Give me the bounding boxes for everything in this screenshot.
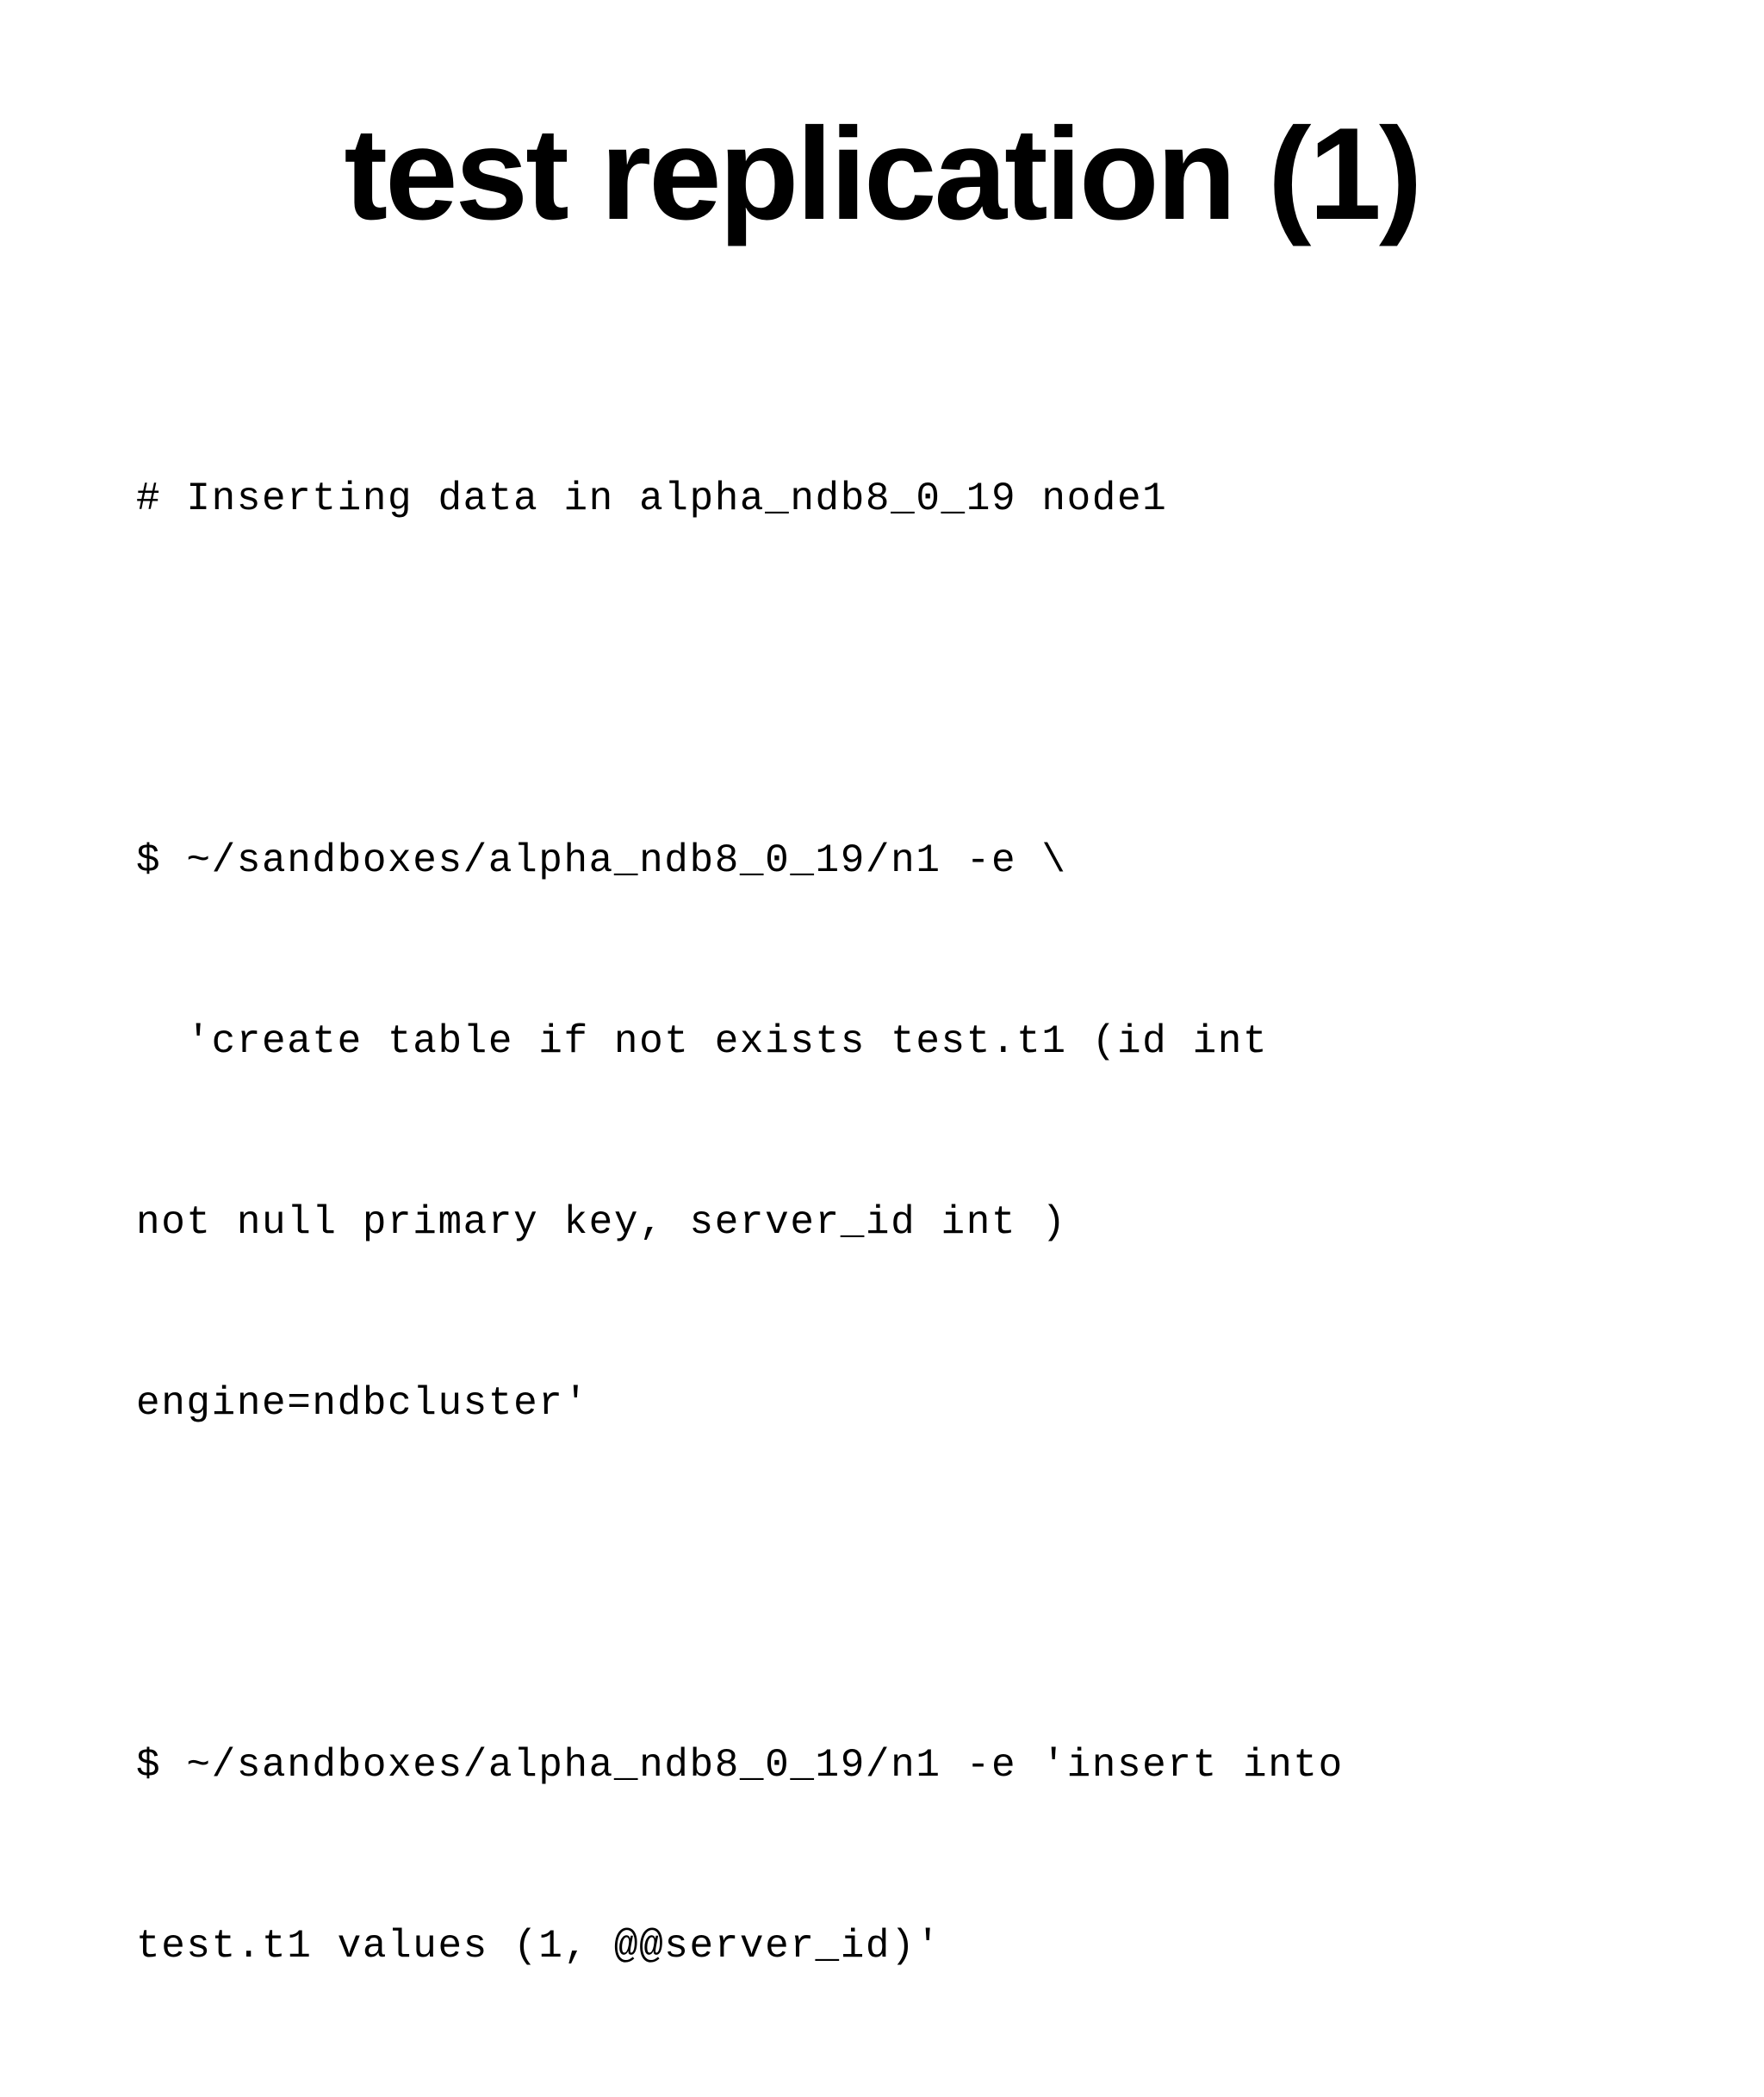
presentation-slide: test replication (1) # Inserting data in…	[136, 101, 1423, 1969]
code-line-blank	[136, 1554, 1704, 1615]
code-line-blank	[136, 650, 1704, 710]
code-line: not null primary key, server_id int )	[136, 1200, 1067, 1245]
code-line: 'create table if not exists test.t1 (id …	[136, 1019, 1269, 1064]
code-block: # Inserting data in alpha_ndb8_0_19 node…	[136, 348, 1704, 2097]
code-line: $ ~/sandboxes/alpha_ndb8_0_19/n1 -e 'ins…	[136, 1743, 1344, 1788]
page-title: test replication (1)	[344, 101, 1422, 247]
code-line: # Inserting data in alpha_ndb8_0_19 node…	[136, 476, 1168, 521]
code-line: engine=ndbcluster'	[136, 1381, 589, 1426]
code-line: test.t1 values (1, @@server_id)'	[136, 1924, 941, 1969]
code-line: $ ~/sandboxes/alpha_ndb8_0_19/n1 -e \	[136, 838, 1067, 883]
